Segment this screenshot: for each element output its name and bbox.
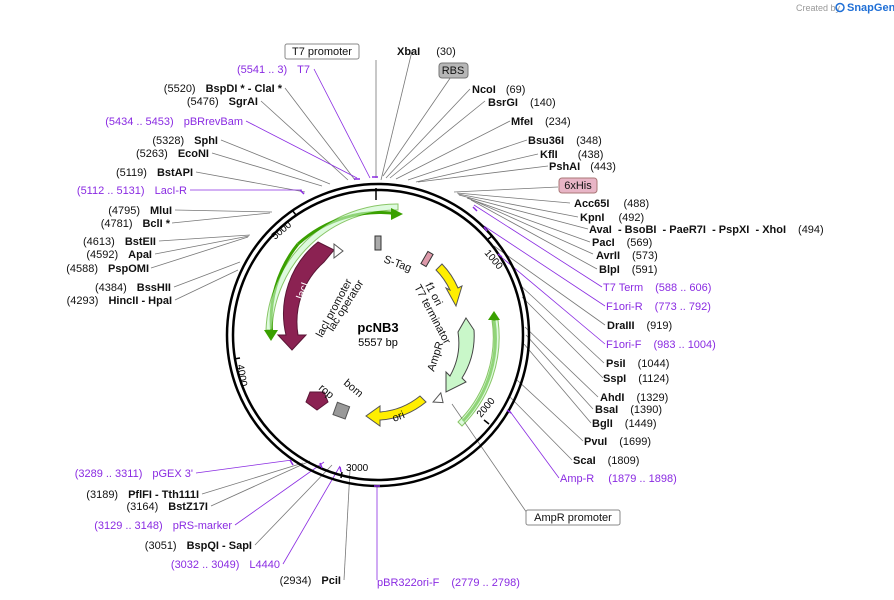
site-label[interactable]: Acc65I(488) [574,198,649,210]
feature-site-label[interactable]: (3032 .. 3049)L4440 [171,559,280,571]
plasmid-name: pcNB3 [357,320,398,335]
site-label[interactable]: (3051)BspQI - SapI [145,540,252,552]
site-label[interactable]: SspI(1124) [603,373,669,385]
site-label[interactable]: (4613)BstEII [83,236,156,248]
credit-text: Created by [796,3,841,13]
site-label[interactable]: (4592)ApaI [86,249,152,261]
site-label[interactable]: (5520)BspDI * - ClaI * [164,83,283,95]
site-label[interactable]: NcoI(69) [472,84,525,96]
feature-site-label[interactable]: (3289 .. 3311)pGEX 3' [75,468,193,480]
feature-label-ampr: AmpR [425,340,446,373]
rbs-label: RBS [442,65,465,77]
site-label[interactable]: (5119)BstAPI [116,167,193,179]
f1-ori-feature [435,263,463,308]
site-label[interactable]: AvaI - BsoBI - PaeR7I - PspXI - XhoI(494… [589,224,824,236]
feature-site-label[interactable]: Amp-R(1879 .. 1898) [560,473,677,485]
backbone-inner [231,188,525,482]
site-label[interactable]: DraIII(919) [607,320,672,332]
tick-label-3000: 3000 [346,463,369,474]
site-label[interactable]: XbaI(30) [397,46,456,58]
arrow-head-icon [264,330,278,341]
site-label[interactable]: KflI(438) [540,149,603,161]
brand-text: SnapGene [847,2,894,14]
bottom-feature-label[interactable]: pBR322ori-F(2779 .. 2798) [377,577,520,589]
site-label[interactable]: AvrII(573) [596,250,658,262]
primer-marks [289,176,512,487]
site-label[interactable]: BlpI(591) [599,264,657,276]
feature-site-label[interactable]: (5112 .. 5131)LacI-R [77,185,187,197]
site-label[interactable]: PacI(569) [592,237,652,249]
feature-label-laci: lacI [295,281,312,301]
leader-lines [150,50,606,581]
feature-leader-lines [190,68,606,580]
laci-feature [276,241,335,351]
site-label[interactable]: Bsu36I(348) [528,135,602,147]
feature-site-label[interactable]: F1ori-R(773 .. 792) [606,301,711,313]
left-feature-labels: (5541 .. 3)T7 (5434 .. 5453)pBRrevBam (5… [75,64,310,571]
site-label[interactable]: MfeI(234) [511,116,571,128]
feature-label-bom: bom [341,377,365,400]
site-label[interactable]: PvuI(1699) [584,436,651,448]
feature-label-ori: ori [391,409,407,425]
ori-feature [365,395,427,427]
right-feature-labels: T7 Term(588 .. 606) F1ori-R(773 .. 792) … [560,282,716,485]
sixhis-box [558,177,598,194]
tick-label-5000: 5000 [270,219,294,242]
feature-label-s-tag: S-Tag [382,254,413,275]
plasmid-length: 5557 bp [358,337,398,349]
rbs-box [438,62,469,79]
t7-promoter-box [284,43,360,60]
site-label[interactable]: (5263)EcoNI [136,148,209,160]
t7-promoter-label: T7 promoter [292,46,352,58]
tick-label-4000: 4000 [234,364,249,388]
laci-promoter-arrow [333,242,344,260]
right-site-labels: XbaI(30) NcoI(69) BsrGI(140) MfeI(234) B… [397,46,824,467]
site-label[interactable]: (4384)BssHII [95,282,171,294]
feature-site-label[interactable]: (5434 .. 5453)pBRrevBam [105,116,243,128]
feature-site-label[interactable]: T7 Term(588 .. 606) [603,282,711,294]
feature-site-label[interactable]: (3129 .. 3148)pRS-marker [94,520,232,532]
feature-site-label[interactable]: (5541 .. 3)T7 [237,64,310,76]
site-label[interactable]: ScaI(1809) [573,455,639,467]
tick-marks [233,188,493,479]
site-label[interactable]: PsiI(1044) [606,358,669,370]
site-label[interactable]: PshAI(443) [549,161,616,173]
site-label[interactable]: (3164)BstZ17I [126,501,208,513]
site-label[interactable]: BglI(1449) [592,418,657,430]
ampr-promoter-label: AmpR promoter [534,512,612,524]
arrow-head-icon [488,311,500,320]
site-label[interactable]: BsrGI(140) [488,97,556,109]
ampr-promoter-arrow [432,391,444,404]
ampr-feature [445,317,475,393]
site-label[interactable]: (4795)MluI [108,205,172,217]
site-label[interactable]: AhdI(1329) [600,392,668,404]
arrow-head-icon [391,208,403,220]
left-site-labels: (5520)BspDI * - ClaI * (5476)SgrAI (5328… [66,83,341,587]
site-label[interactable]: BsaI(1390) [595,404,662,416]
s-tag-feature [374,235,382,251]
site-label[interactable]: (5476)SgrAI [187,96,258,108]
site-label[interactable]: (5328)SphI [152,135,218,147]
site-label[interactable]: KpnI(492) [580,212,644,224]
sixhis-label: 6xHis [564,180,592,192]
site-label[interactable]: (3189)PflFI - Tth111I [86,489,199,501]
rop-feature [305,391,329,411]
snapgene-logo-icon [835,2,845,13]
site-label[interactable]: (4588)PspOMI [66,263,149,275]
bom-feature [332,401,351,420]
site-label[interactable]: (2934)PciI [280,575,341,587]
site-label[interactable]: (4293)HincII - HpaI [67,295,172,307]
outer-arrow-bands [265,203,500,427]
feature-site-label[interactable]: F1ori-F(983 .. 1004) [606,339,716,351]
t7-terminator-feature [420,250,434,268]
site-label[interactable]: (4781)BclI * [101,218,171,230]
ampr-promoter-box [525,509,621,526]
